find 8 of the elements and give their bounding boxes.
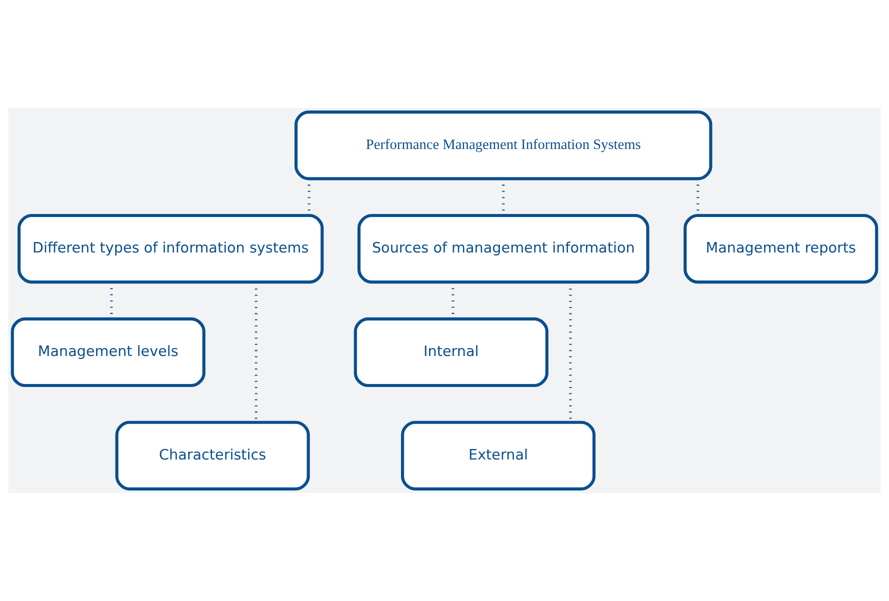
node-box: Management levels [10,317,206,388]
node-box: External [400,420,596,490]
node-box: Internal [354,317,548,388]
node-box: Characteristics [115,420,310,490]
node-box: Management reports [684,214,878,284]
node-box: Sources of management information [357,214,650,284]
node-box: Different types of information systems [18,214,324,284]
node-box: Performance Management Information Systems [294,110,712,180]
